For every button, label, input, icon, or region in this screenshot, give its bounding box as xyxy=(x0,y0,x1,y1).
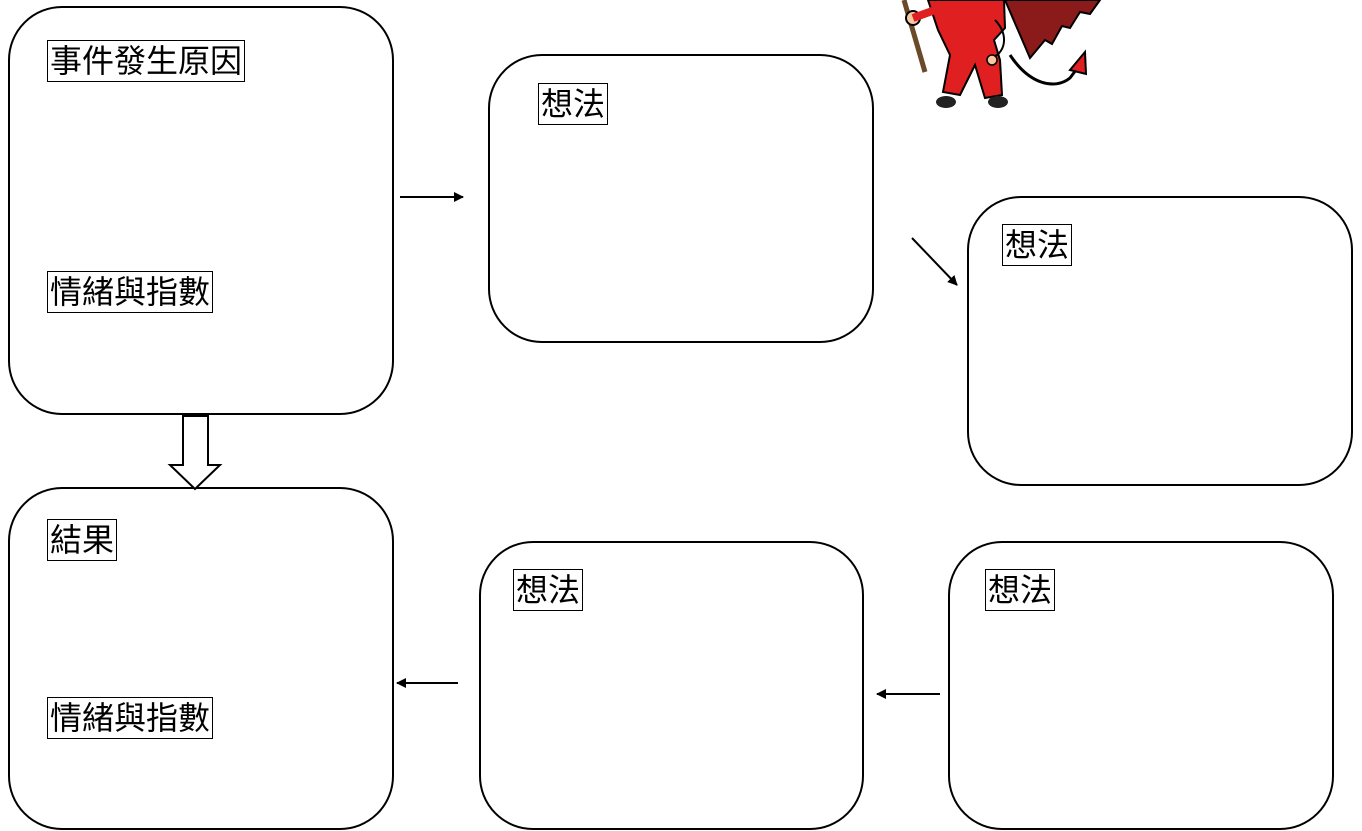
result-title: 結果 xyxy=(47,519,118,561)
cause-box: 事件發生原因 情緒與指數 xyxy=(8,6,394,415)
cause-emotion-label: 情緒與指數 xyxy=(47,271,214,313)
thought-box-2: 想法 xyxy=(967,196,1353,486)
result-box: 結果 情緒與指數 xyxy=(8,487,394,830)
hollow-down-arrow xyxy=(167,415,223,491)
thought-box-1: 想法 xyxy=(488,54,874,343)
thought-label-1: 想法 xyxy=(538,83,609,125)
result-emotion-label: 情緒與指數 xyxy=(47,697,214,739)
thought-label-4: 想法 xyxy=(513,569,584,611)
cause-title: 事件發生原因 xyxy=(47,40,246,82)
thought-label-2: 想法 xyxy=(1002,224,1073,266)
thought-box-3: 想法 xyxy=(948,541,1334,830)
thought-label-3: 想法 xyxy=(985,569,1056,611)
devil-icon xyxy=(901,0,1102,108)
thought-box-4: 想法 xyxy=(479,541,864,830)
arrow-thought1-to-thought2 xyxy=(911,237,958,286)
